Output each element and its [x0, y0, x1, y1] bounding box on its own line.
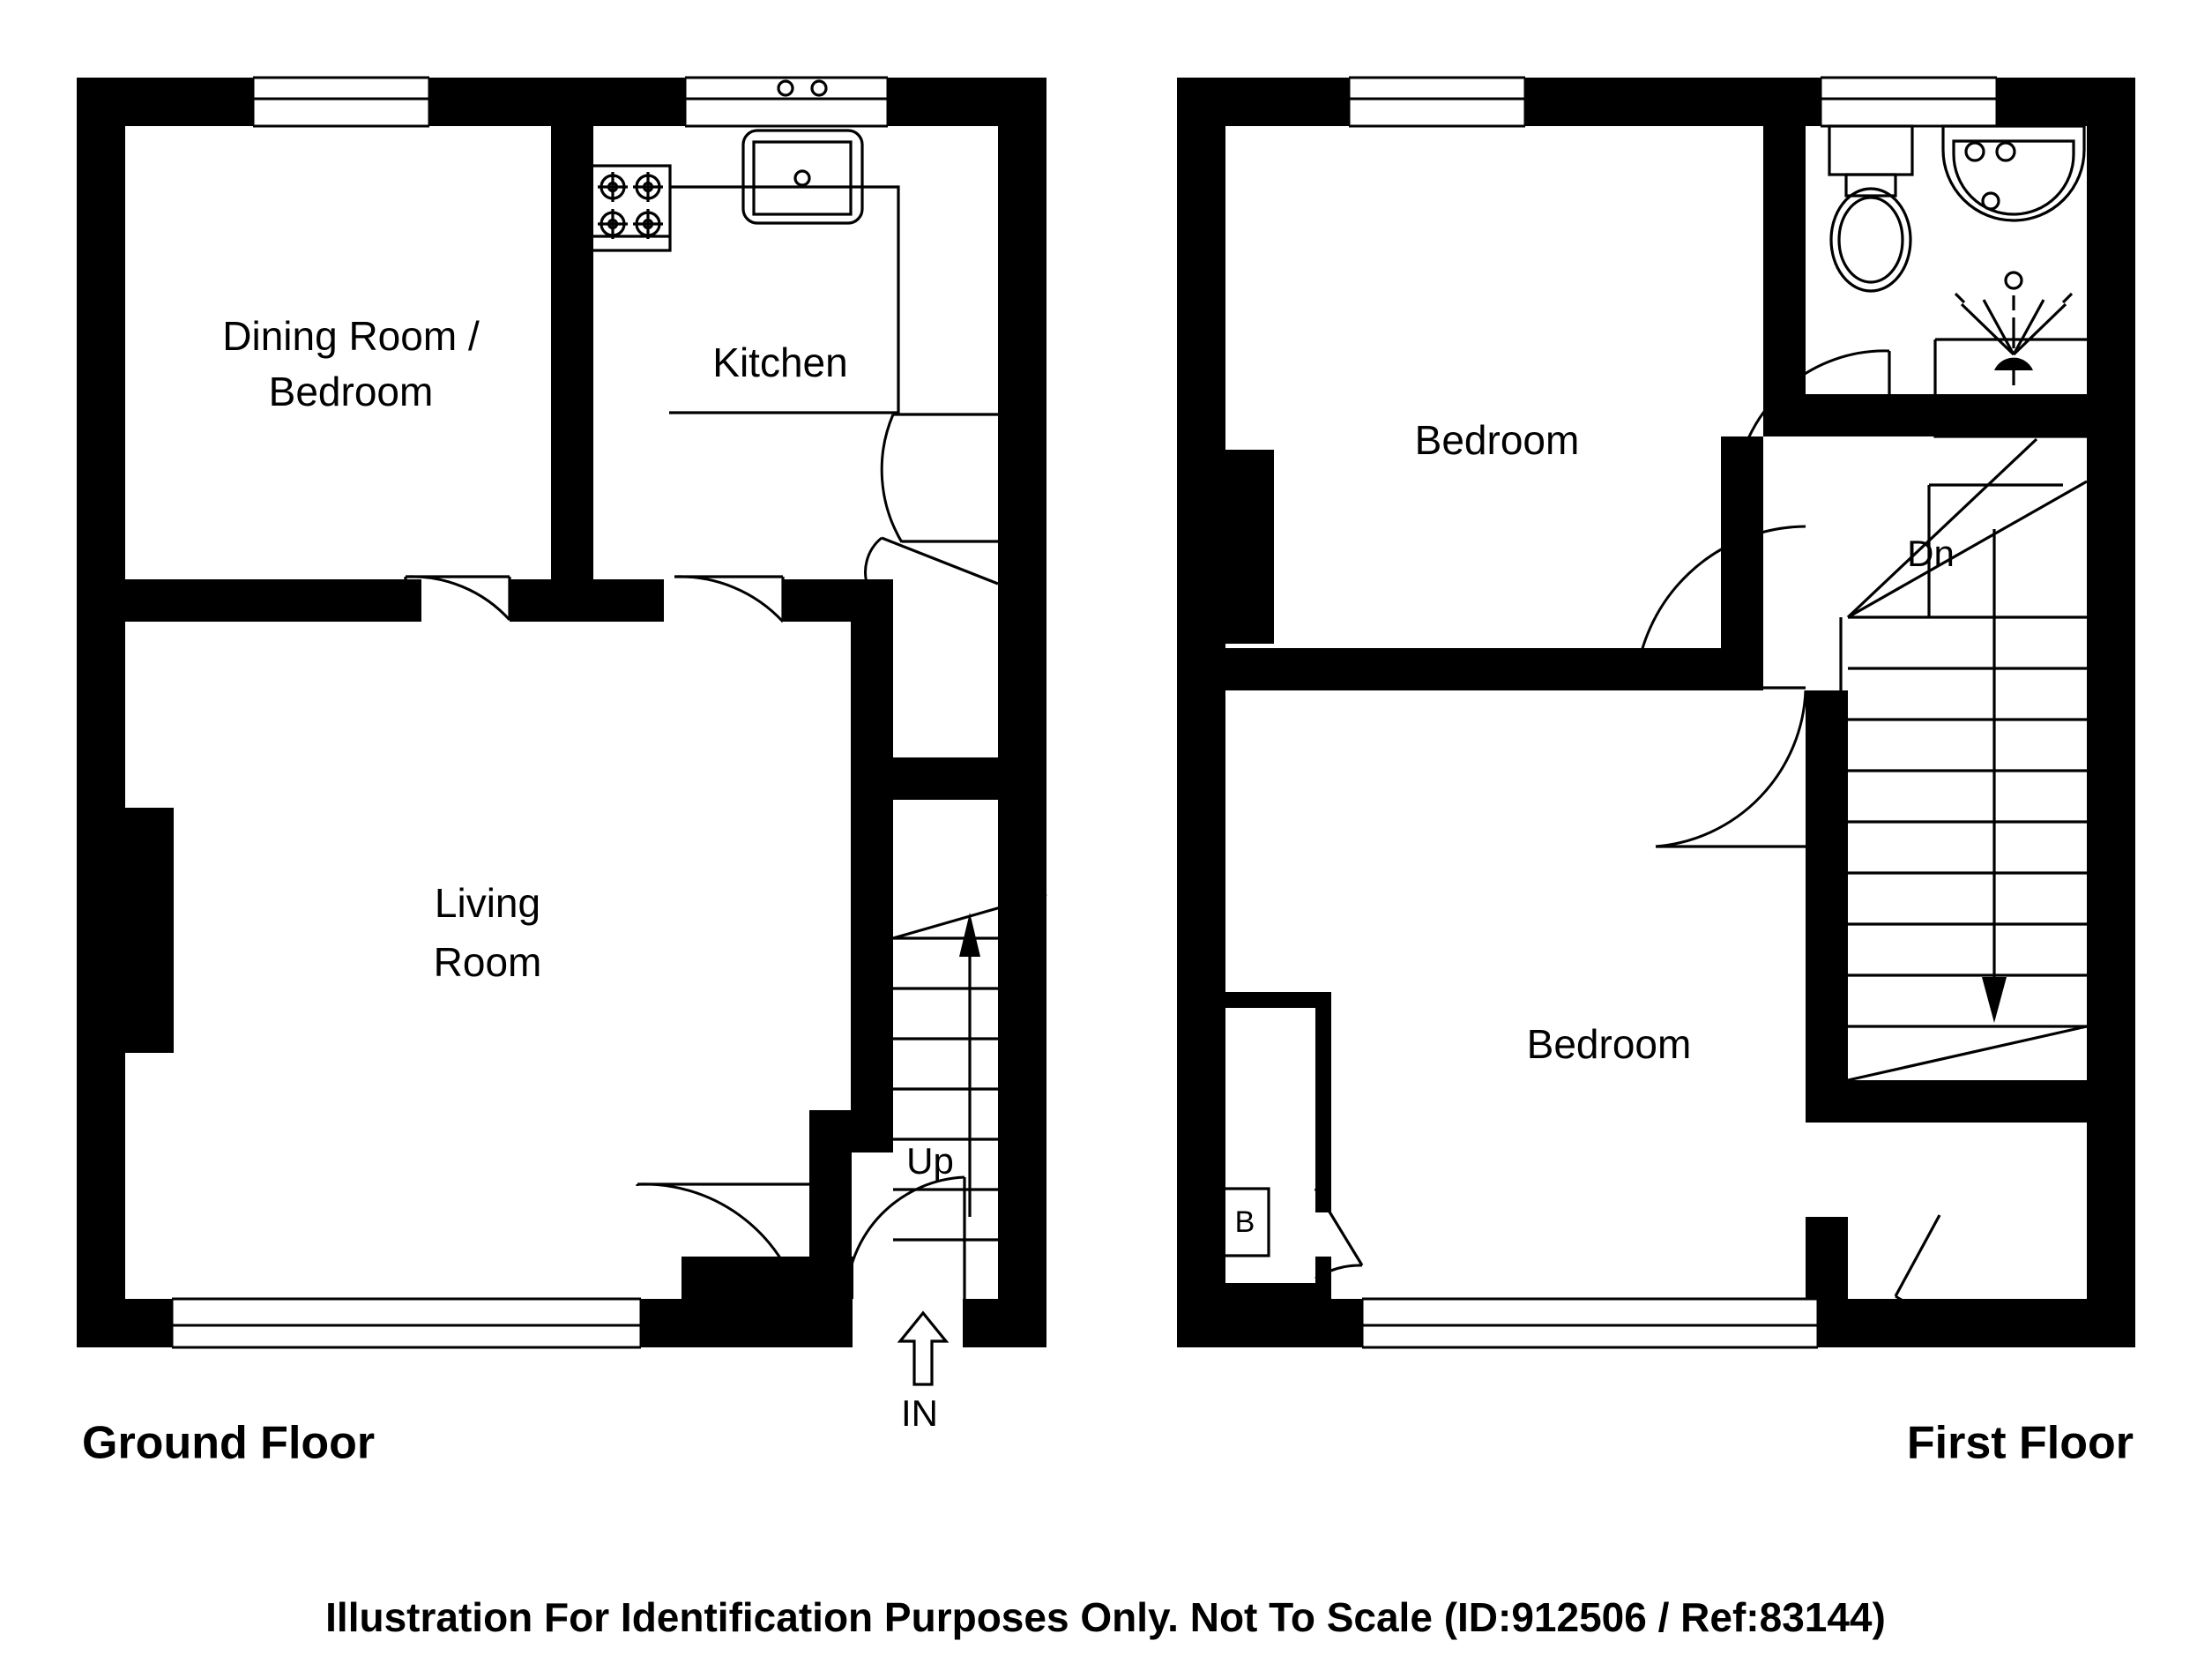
washbasin-icon: [1941, 124, 2086, 222]
door-dining-living: [404, 575, 511, 622]
stairs-down-label: Dn: [1907, 533, 1955, 574]
room-label-dining-line2: Bedroom: [269, 369, 434, 414]
door-living-hall: [636, 1182, 810, 1303]
ground-floor-title: Ground Floor: [82, 1418, 375, 1469]
ground-floor-walls: [77, 78, 1046, 1347]
ground-floor-windows: [170, 76, 890, 1349]
door-bathroom: [1733, 349, 1891, 492]
sink-icon: [741, 79, 864, 225]
stairs-up-label: Up: [906, 1140, 954, 1182]
door-bedroom-1: [1634, 525, 1806, 690]
room-label-kitchen: Kitchen: [712, 339, 847, 385]
room-label-living: Living: [435, 880, 540, 926]
shower-icon: [1933, 271, 2087, 438]
first-floor-windows: [1347, 76, 1999, 1349]
ground-floor-doors: [404, 413, 1005, 1303]
kitchen-worktop: [593, 185, 900, 414]
room-label-bedroom-1: Bedroom: [1415, 417, 1580, 463]
boiler-label: B: [1235, 1205, 1255, 1239]
first-floor-plan: Bedroom Bedroom Dn B First Floor: [1177, 76, 2135, 1469]
entrance-label: IN: [901, 1392, 938, 1434]
disclaimer-note: Illustration For Identification Purposes…: [325, 1594, 1886, 1640]
staircase-down-icon: [1839, 437, 2088, 1082]
staircase-up-icon: [892, 892, 1047, 1242]
toilet-icon: [1828, 124, 1914, 293]
boiler-symbol: [1218, 1187, 1270, 1257]
door-kitchen-living: [674, 575, 785, 623]
door-kitchen-hall: [880, 413, 1005, 543]
door-bedroom-2: [1655, 690, 1807, 848]
room-label-living-line2: Room: [434, 939, 542, 985]
first-floor-title: First Floor: [1907, 1418, 2134, 1469]
door-landing-cupboard: [1894, 1214, 1941, 1311]
first-floor-walls: [1177, 78, 2135, 1347]
room-label-bedroom-2: Bedroom: [1527, 1021, 1692, 1067]
first-floor-doors: [1314, 349, 1941, 1311]
ground-floor-plan: Dining Room / Bedroom Kitchen Living Roo…: [77, 76, 1047, 1469]
door-entrance: [845, 1175, 966, 1300]
door-boiler-cupboard: [1314, 1188, 1364, 1280]
hob-icon: [589, 164, 672, 252]
door-hall-small: [864, 536, 999, 589]
entrance-arrow-icon: [897, 1310, 950, 1386]
room-label-dining: Dining Room /: [222, 313, 480, 359]
